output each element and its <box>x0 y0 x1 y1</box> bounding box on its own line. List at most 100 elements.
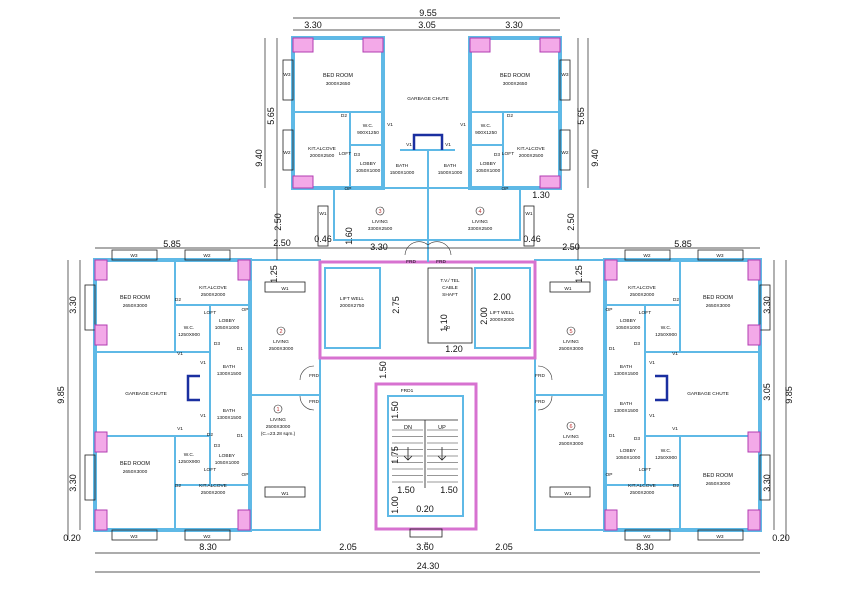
dim-mid-left-2-50: 2.50 <box>273 238 291 248</box>
tag-loft-r-top: LOFT <box>639 310 651 316</box>
tl-kit-size: 2000X2500 <box>310 153 335 159</box>
tag-w3-r-bot: W3 <box>716 534 724 540</box>
r-wc-bot-name: W.C. <box>661 448 671 454</box>
r-wc-top-size: 1250X900 <box>655 332 677 338</box>
dim-stair-1-50-top: 1.50 <box>390 401 400 419</box>
top-chute-label: GARBAGE CHUTE <box>407 96 449 102</box>
tv-shaft-line3: SHAFT <box>442 292 458 298</box>
dim-top-height-left: 9.40 <box>254 149 264 167</box>
dim-bottom-8-30-left: 8.30 <box>199 542 217 552</box>
tag-v1-tr: V1 <box>460 122 466 128</box>
tag-loft-r-bot: LOFT <box>639 467 651 473</box>
dim-stair-0-20: 0.20 <box>416 504 434 514</box>
dim-right-v-9-85: 9.85 <box>784 386 794 404</box>
r-kit-top-name: KIT.ALCOVE <box>628 285 656 291</box>
dim-left-1-25: 1.25 <box>269 265 279 283</box>
l-lobby-bot-size: 1050X1000 <box>215 460 240 466</box>
dim-stair-1-75: 1.75 <box>390 446 400 464</box>
r-lobby-top-name: LOBBY <box>620 318 637 324</box>
tag-w1-r-bot: W1 <box>564 491 572 497</box>
r-bed-bot-name: BED ROOM <box>703 473 733 479</box>
r-kit-bot-name: KIT.ALCOVE <box>628 483 656 489</box>
tl-wc-name: W.C. <box>363 123 373 129</box>
tag-op-tl: OP <box>345 186 352 192</box>
right-garbage-chute-shape <box>655 374 669 402</box>
tag-w1-l-bot: W1 <box>281 491 289 497</box>
tl-kit-name: KIT.ALCOVE <box>308 146 336 152</box>
dim-top-mid: 3.05 <box>418 20 436 30</box>
dim-bottom-2-05-right: 2.05 <box>495 542 513 552</box>
tag-d3-l-bot: D3 <box>214 443 220 449</box>
dim-stair-1-00: 1.00 <box>390 496 400 514</box>
l-bed-top-size: 2650X3000 <box>123 303 148 309</box>
arrow-up-icon <box>437 447 447 461</box>
r-wc-top-name: W.C. <box>661 325 671 331</box>
tag-v1-r-top: V1 <box>672 351 678 357</box>
l-bath-bot-size: 1300X1500 <box>217 415 242 421</box>
r-bed-top-name: BED ROOM <box>703 295 733 301</box>
tv-shaft-line2: CABLE <box>442 285 458 291</box>
tag-frd1: FRD1 <box>401 388 414 394</box>
tr-bath-size: 1500X1000 <box>438 170 463 176</box>
tag-v1-l-bot: V1 <box>177 426 183 432</box>
tag-d3-tr: D3 <box>494 152 500 158</box>
dim-core-2-75: 2.75 <box>391 296 401 314</box>
tr-kit-size: 2000X2500 <box>519 153 544 159</box>
tag-d3-r-top: D3 <box>634 341 640 347</box>
dim-bottom-2-05-left: 2.05 <box>339 542 357 552</box>
tag-op-l-bot: OP <box>242 472 249 478</box>
tag-frd-r-bot: FRD <box>535 399 545 405</box>
tag-loft-tr: LOFT <box>502 151 514 157</box>
tv-shaft-line1: T.V./ TEL <box>440 278 460 284</box>
l-lobby-bot-name: LOBBY <box>219 453 236 459</box>
living5-num: 5 <box>569 329 572 335</box>
living3-size: 3300X2500 <box>368 226 393 232</box>
living1-size: 2500X3000 <box>266 424 291 430</box>
tl-bed-name: BED ROOM <box>323 73 353 79</box>
dim-stair-1-50-left: 1.50 <box>397 485 415 495</box>
dim-core-2-00-a: 2.00 <box>493 292 511 302</box>
tag-w3-l-top: W3 <box>130 253 138 259</box>
r-lobby-top-size: 1050X1000 <box>616 325 641 331</box>
tag-d1-r-bot: D1 <box>609 433 615 439</box>
left-wing <box>84 249 321 541</box>
tl-lobby-size: 1050X1000 <box>356 168 381 174</box>
tag-v1-r-chute-top: V1 <box>649 360 655 366</box>
lift-left-name: LIFT WELL <box>340 296 365 302</box>
dim-right-v-3-05: 3.05 <box>762 383 772 401</box>
tag-w2-tl: W2 <box>283 150 291 156</box>
l-kit-bot-size: 2500X2000 <box>201 490 226 496</box>
tag-d2-tl: D2 <box>341 113 347 119</box>
l-wc-bot-size: 1250X900 <box>178 459 200 465</box>
tl-lobby-name: LOBBY <box>360 161 377 167</box>
dim-1-60: 1.60 <box>344 227 354 245</box>
dim-left-v-9-85: 9.85 <box>56 386 66 404</box>
stair-treads <box>392 429 458 483</box>
tag-w1-r-top: W1 <box>564 286 572 292</box>
dim-core-1-10: 1.10 <box>439 314 449 332</box>
tag-frd-r-top: FRD <box>535 373 545 379</box>
tag-d2-l-bot: D2 <box>175 483 181 489</box>
dim-wing-2-50-left: 2.50 <box>273 213 283 231</box>
tag-d1-r-top: D1 <box>609 346 615 352</box>
tag-v1-tl: V1 <box>387 122 393 128</box>
tag-w3-tl: W3 <box>283 72 291 78</box>
tag-d2-l-mid: D2 <box>207 432 213 438</box>
dim-top-height-right: 9.40 <box>590 149 600 167</box>
dim-top-side-left: 5.65 <box>266 107 276 125</box>
tag-loft-tl: LOFT <box>339 151 351 157</box>
tag-w3-tr: W3 <box>561 72 569 78</box>
dim-left-v-3-30-top: 3.30 <box>68 296 78 314</box>
tr-lobby-size: 1050X1000 <box>476 168 501 174</box>
left-garbage-chute-shape <box>186 374 200 402</box>
tl-bed-size: 3000X2650 <box>326 81 351 87</box>
tag-frd-l-bot: FRD <box>309 399 319 405</box>
tag-w3-l-bot: W3 <box>130 534 138 540</box>
tag-w1-top-r: W1 <box>525 211 533 217</box>
tag-w2-l-top: W2 <box>203 253 211 259</box>
dim-core-2-00-b: 2.00 <box>479 307 489 325</box>
r-kit-top-size: 2500X2000 <box>630 292 655 298</box>
tag-w2-l-bot: W2 <box>203 534 211 540</box>
dim-bottom-8-30-right: 8.30 <box>636 542 654 552</box>
r-bed-top-size: 2650X3000 <box>706 303 731 309</box>
